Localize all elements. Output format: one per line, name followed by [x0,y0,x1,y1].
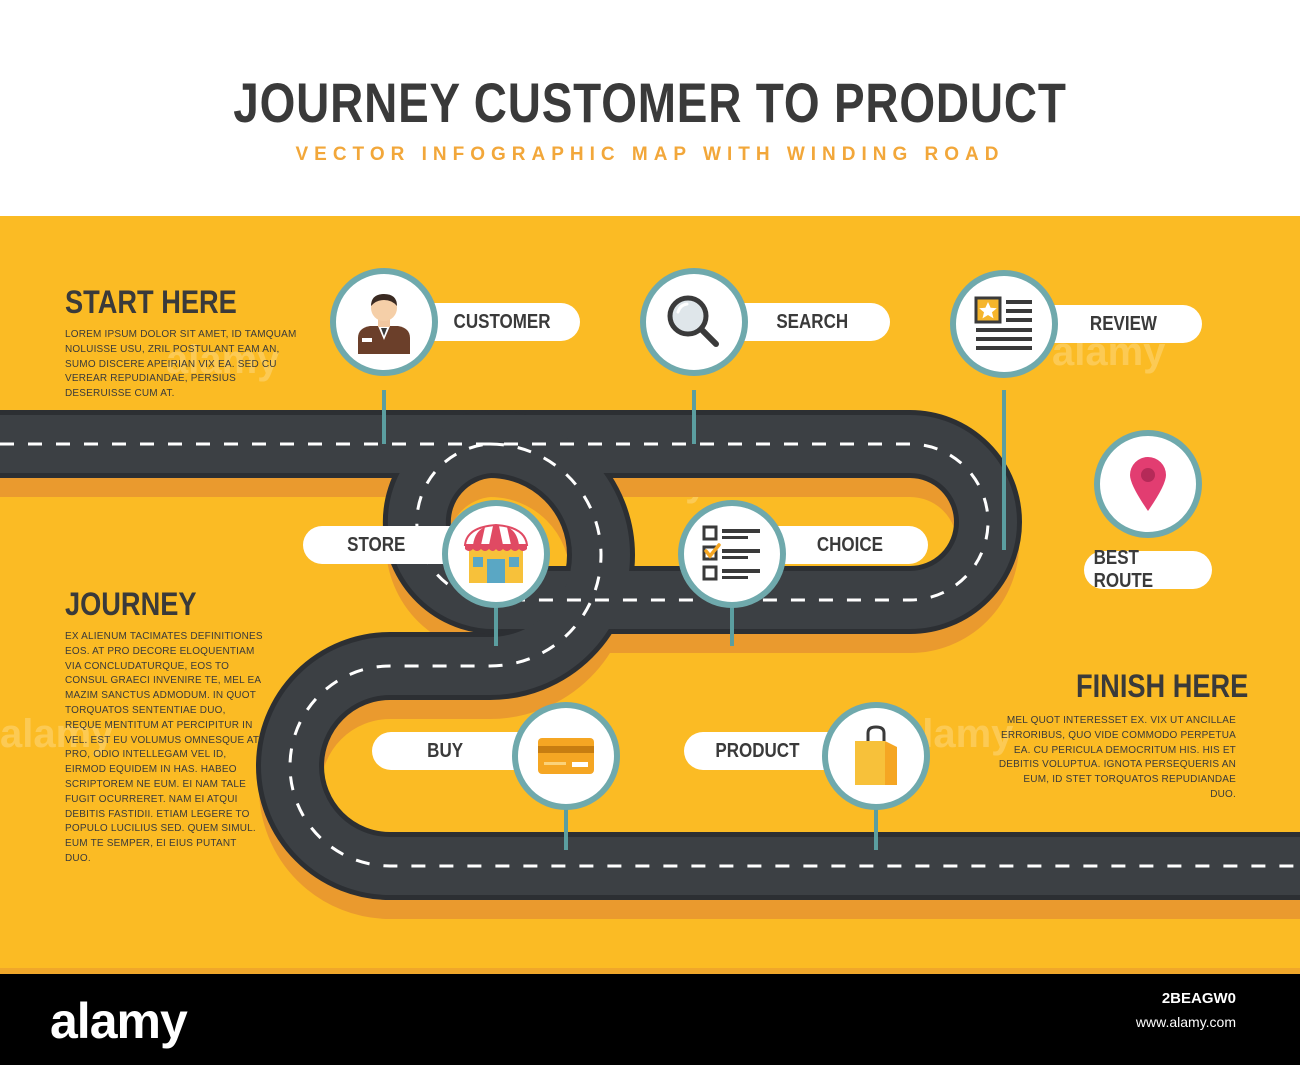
label-product: PRODUCT [714,739,800,762]
start-heading: START HERE [65,284,237,320]
footer-logo: alamy [50,993,188,1049]
circle-customer [330,268,438,376]
label-search: SEARCH [776,310,848,333]
label-customer: CUSTOMER [453,310,551,333]
stem-choice [730,590,734,646]
footer-url: www.alamy.com [1135,1014,1236,1030]
store-awning-icon [463,523,529,583]
pill-best-route: BEST ROUTE [1084,547,1212,592]
stem-store [494,590,498,646]
review-document-icon [974,296,1032,350]
map-pin-icon [1130,457,1166,511]
journey-heading: JOURNEY [65,586,197,622]
label-best-route: BEST ROUTE [1093,547,1154,592]
label-buy: BUY [427,739,463,762]
stem-search [692,390,696,444]
circle-product [822,702,930,810]
magnifier-icon [667,295,719,347]
customer-avatar-icon [358,294,410,354]
circle-review [950,270,1058,378]
label-choice: CHOICE [816,533,884,556]
stem-customer [382,390,386,444]
panel-shadow [0,968,1300,974]
circle-buy [512,702,620,810]
label-review: REVIEW [1089,312,1157,335]
start-text: LOREM IPSUM DOLOR SIT AMET, ID TAMQUAM N… [65,329,297,400]
circle-search [640,268,748,376]
stem-review [1002,390,1006,550]
header: JOURNEY CUSTOMER TO PRODUCT VECTOR INFOG… [0,0,1300,216]
stem-product [874,796,878,850]
credit-card-icon [538,738,594,774]
shopping-bag-icon [855,725,897,785]
page-title: JOURNEY CUSTOMER TO PRODUCT [233,71,1067,134]
circle-store [442,500,550,608]
image-code: 2BEAGW0 [1161,990,1236,1007]
label-store: STORE [346,533,406,556]
circle-choice [678,500,786,608]
finish-text: MEL QUOT INTERESSET EX. VIX UT ANCILLAE … [998,715,1236,800]
page-subtitle: VECTOR INFOGRAPHIC MAP WITH WINDING ROAD [295,144,1005,165]
checklist-icon [702,525,760,581]
stem-buy [564,796,568,850]
footer-bar: alamy 2BEAGW0 www.alamy.com [0,974,1300,1065]
circle-best-route [1094,430,1202,538]
journey-text: EX ALIENUM TACIMATES DEFINITIONES EOS. A… [65,631,263,864]
finish-heading: FINISH HERE [1076,668,1249,704]
